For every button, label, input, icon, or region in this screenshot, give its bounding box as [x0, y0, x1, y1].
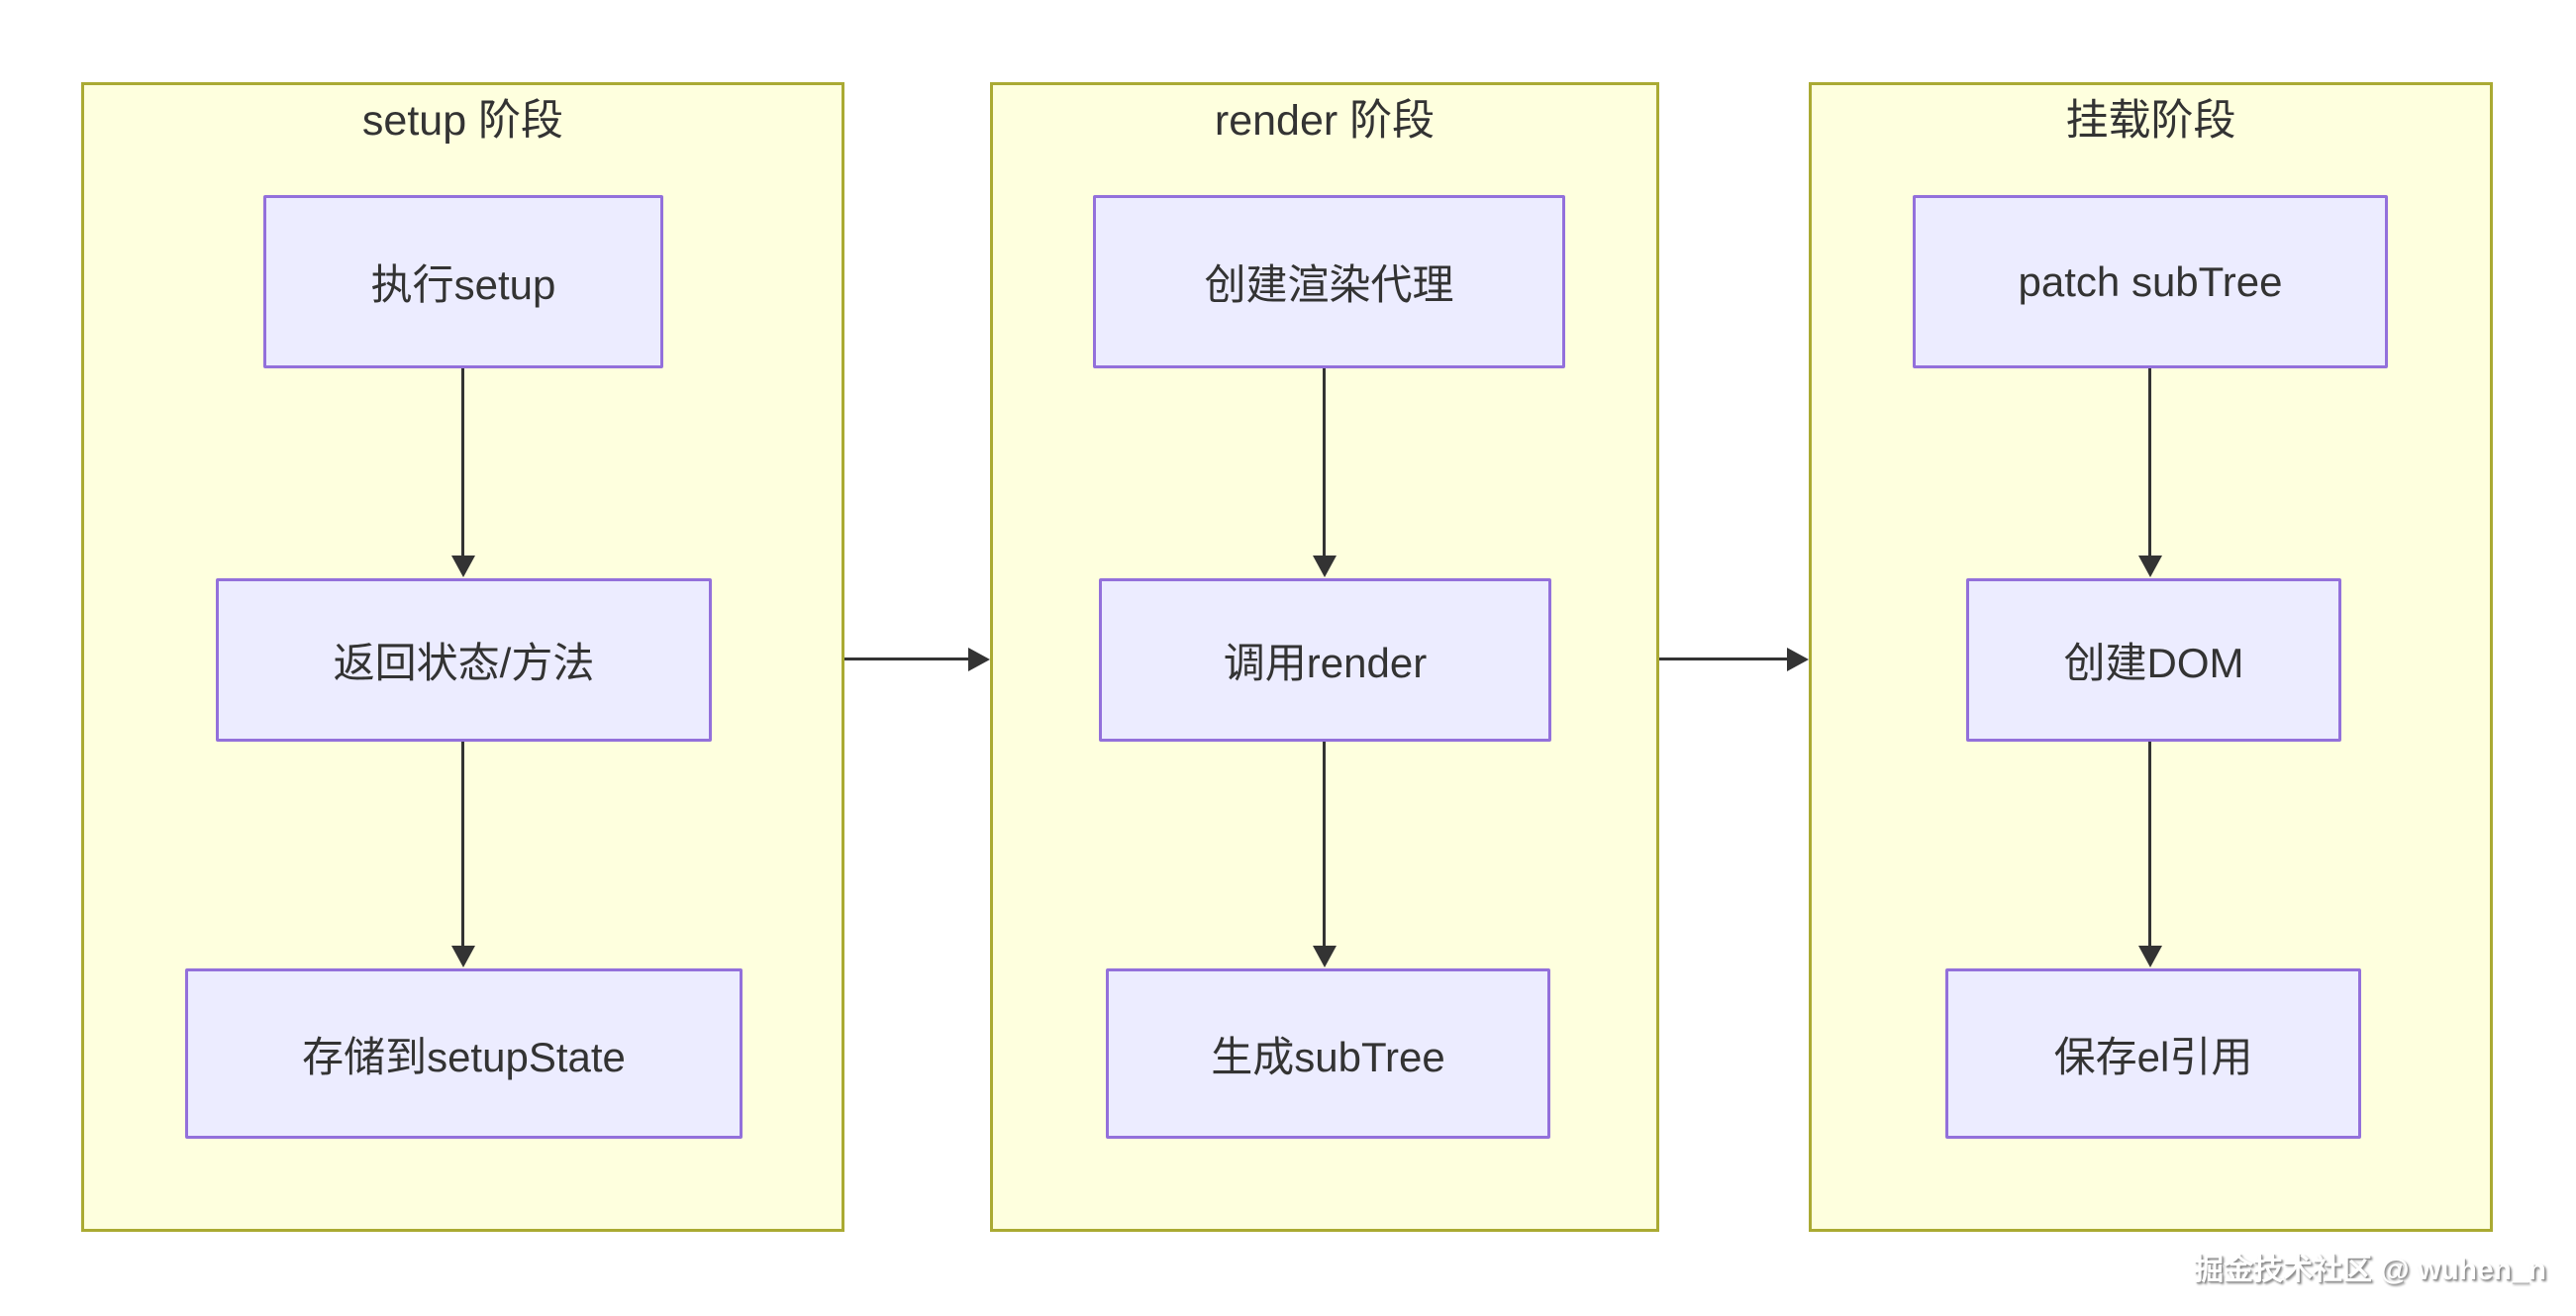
arrow-down-icon: [1323, 368, 1326, 557]
node-call-render: 调用render: [1099, 578, 1551, 742]
node-save-el-ref: 保存el引用: [1945, 968, 2361, 1139]
node-return-state-methods: 返回状态/方法: [216, 578, 712, 742]
arrow-down-icon: [2148, 742, 2151, 947]
arrow-down-icon: [1323, 742, 1326, 947]
phase-panel-mount: 挂载阶段 patch subTree 创建DOM 保存el引用: [1809, 82, 2493, 1232]
phase-title-mount: 挂载阶段: [2065, 97, 2236, 145]
node-patch-subtree: patch subTree: [1913, 195, 2388, 368]
arrow-down-icon: [461, 742, 464, 947]
node-store-setupstate: 存储到setupState: [185, 968, 743, 1139]
node-run-setup: 执行setup: [263, 195, 663, 368]
phase-title-render: render 阶段: [1214, 97, 1436, 145]
phase-panel-setup: setup 阶段 执行setup 返回状态/方法 存储到setupState: [81, 82, 844, 1232]
arrow-down-icon: [2148, 368, 2151, 557]
arrow-right-icon: [844, 658, 968, 660]
node-create-dom: 创建DOM: [1966, 578, 2341, 742]
node-create-render-proxy: 创建渲染代理: [1093, 195, 1565, 368]
arrow-right-icon: [1659, 658, 1787, 660]
phase-panel-render: render 阶段 创建渲染代理 调用render 生成subTree: [990, 82, 1659, 1232]
phase-title-setup: setup 阶段: [361, 97, 564, 145]
node-generate-subtree: 生成subTree: [1106, 968, 1550, 1139]
arrow-down-icon: [461, 368, 464, 557]
watermark: 掘金技术社区 @ wuhen_n: [2194, 1254, 2546, 1286]
